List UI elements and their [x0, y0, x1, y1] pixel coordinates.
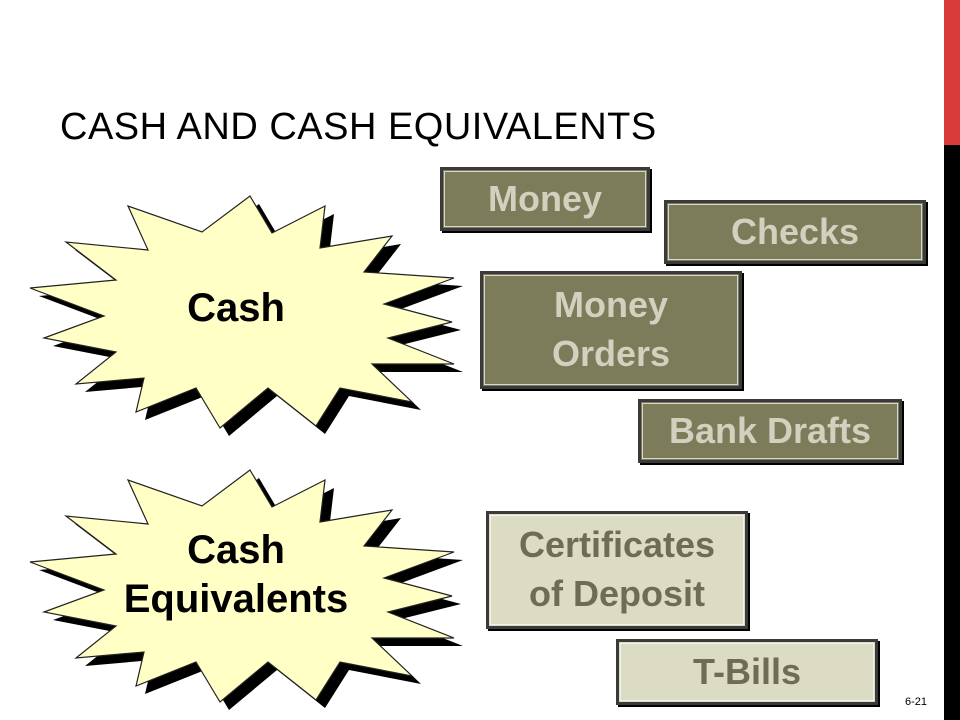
cash-equivalents-label-line1: Cash: [187, 528, 285, 572]
cash-equivalents-starburst-shape: [29, 469, 455, 703]
cash-starburst: [29, 195, 463, 436]
certificates-of-deposit-box: Certificates of Deposit: [486, 511, 748, 629]
checks-label: Checks: [730, 210, 860, 252]
page-number: 6-21: [905, 696, 928, 708]
bank-drafts-box: Bank Drafts: [638, 399, 902, 463]
cash-equivalents-starburst: [29, 469, 463, 710]
t-bills-box: T-Bills: [616, 639, 878, 705]
bank-drafts-label: Bank Drafts: [668, 409, 872, 451]
money-orders-box: Money Orders: [480, 271, 742, 389]
money-orders-label-line1: Money: [553, 284, 668, 326]
cash-equivalents-label-line2: Equivalents: [123, 576, 349, 621]
money-label: Money: [487, 177, 602, 219]
cash-label: Cash: [187, 286, 285, 330]
checks-box: Checks: [664, 200, 926, 264]
slide-title: CASH AND CASH EQUIVALENTS: [60, 106, 657, 148]
money-orders-label-line2: Orders: [551, 333, 671, 374]
cash-starburst-shape: [29, 195, 455, 429]
certificates-label-line2: of Deposit: [529, 573, 705, 614]
money-box: Money: [440, 167, 650, 231]
t-bills-label: T-Bills: [692, 650, 802, 692]
sidebar-bar: [944, 0, 960, 720]
cash-equivalents-label: Cash Equivalents: [96, 526, 376, 624]
certificates-label-line1: Certificates: [518, 524, 716, 566]
sidebar-accent: [944, 0, 960, 145]
